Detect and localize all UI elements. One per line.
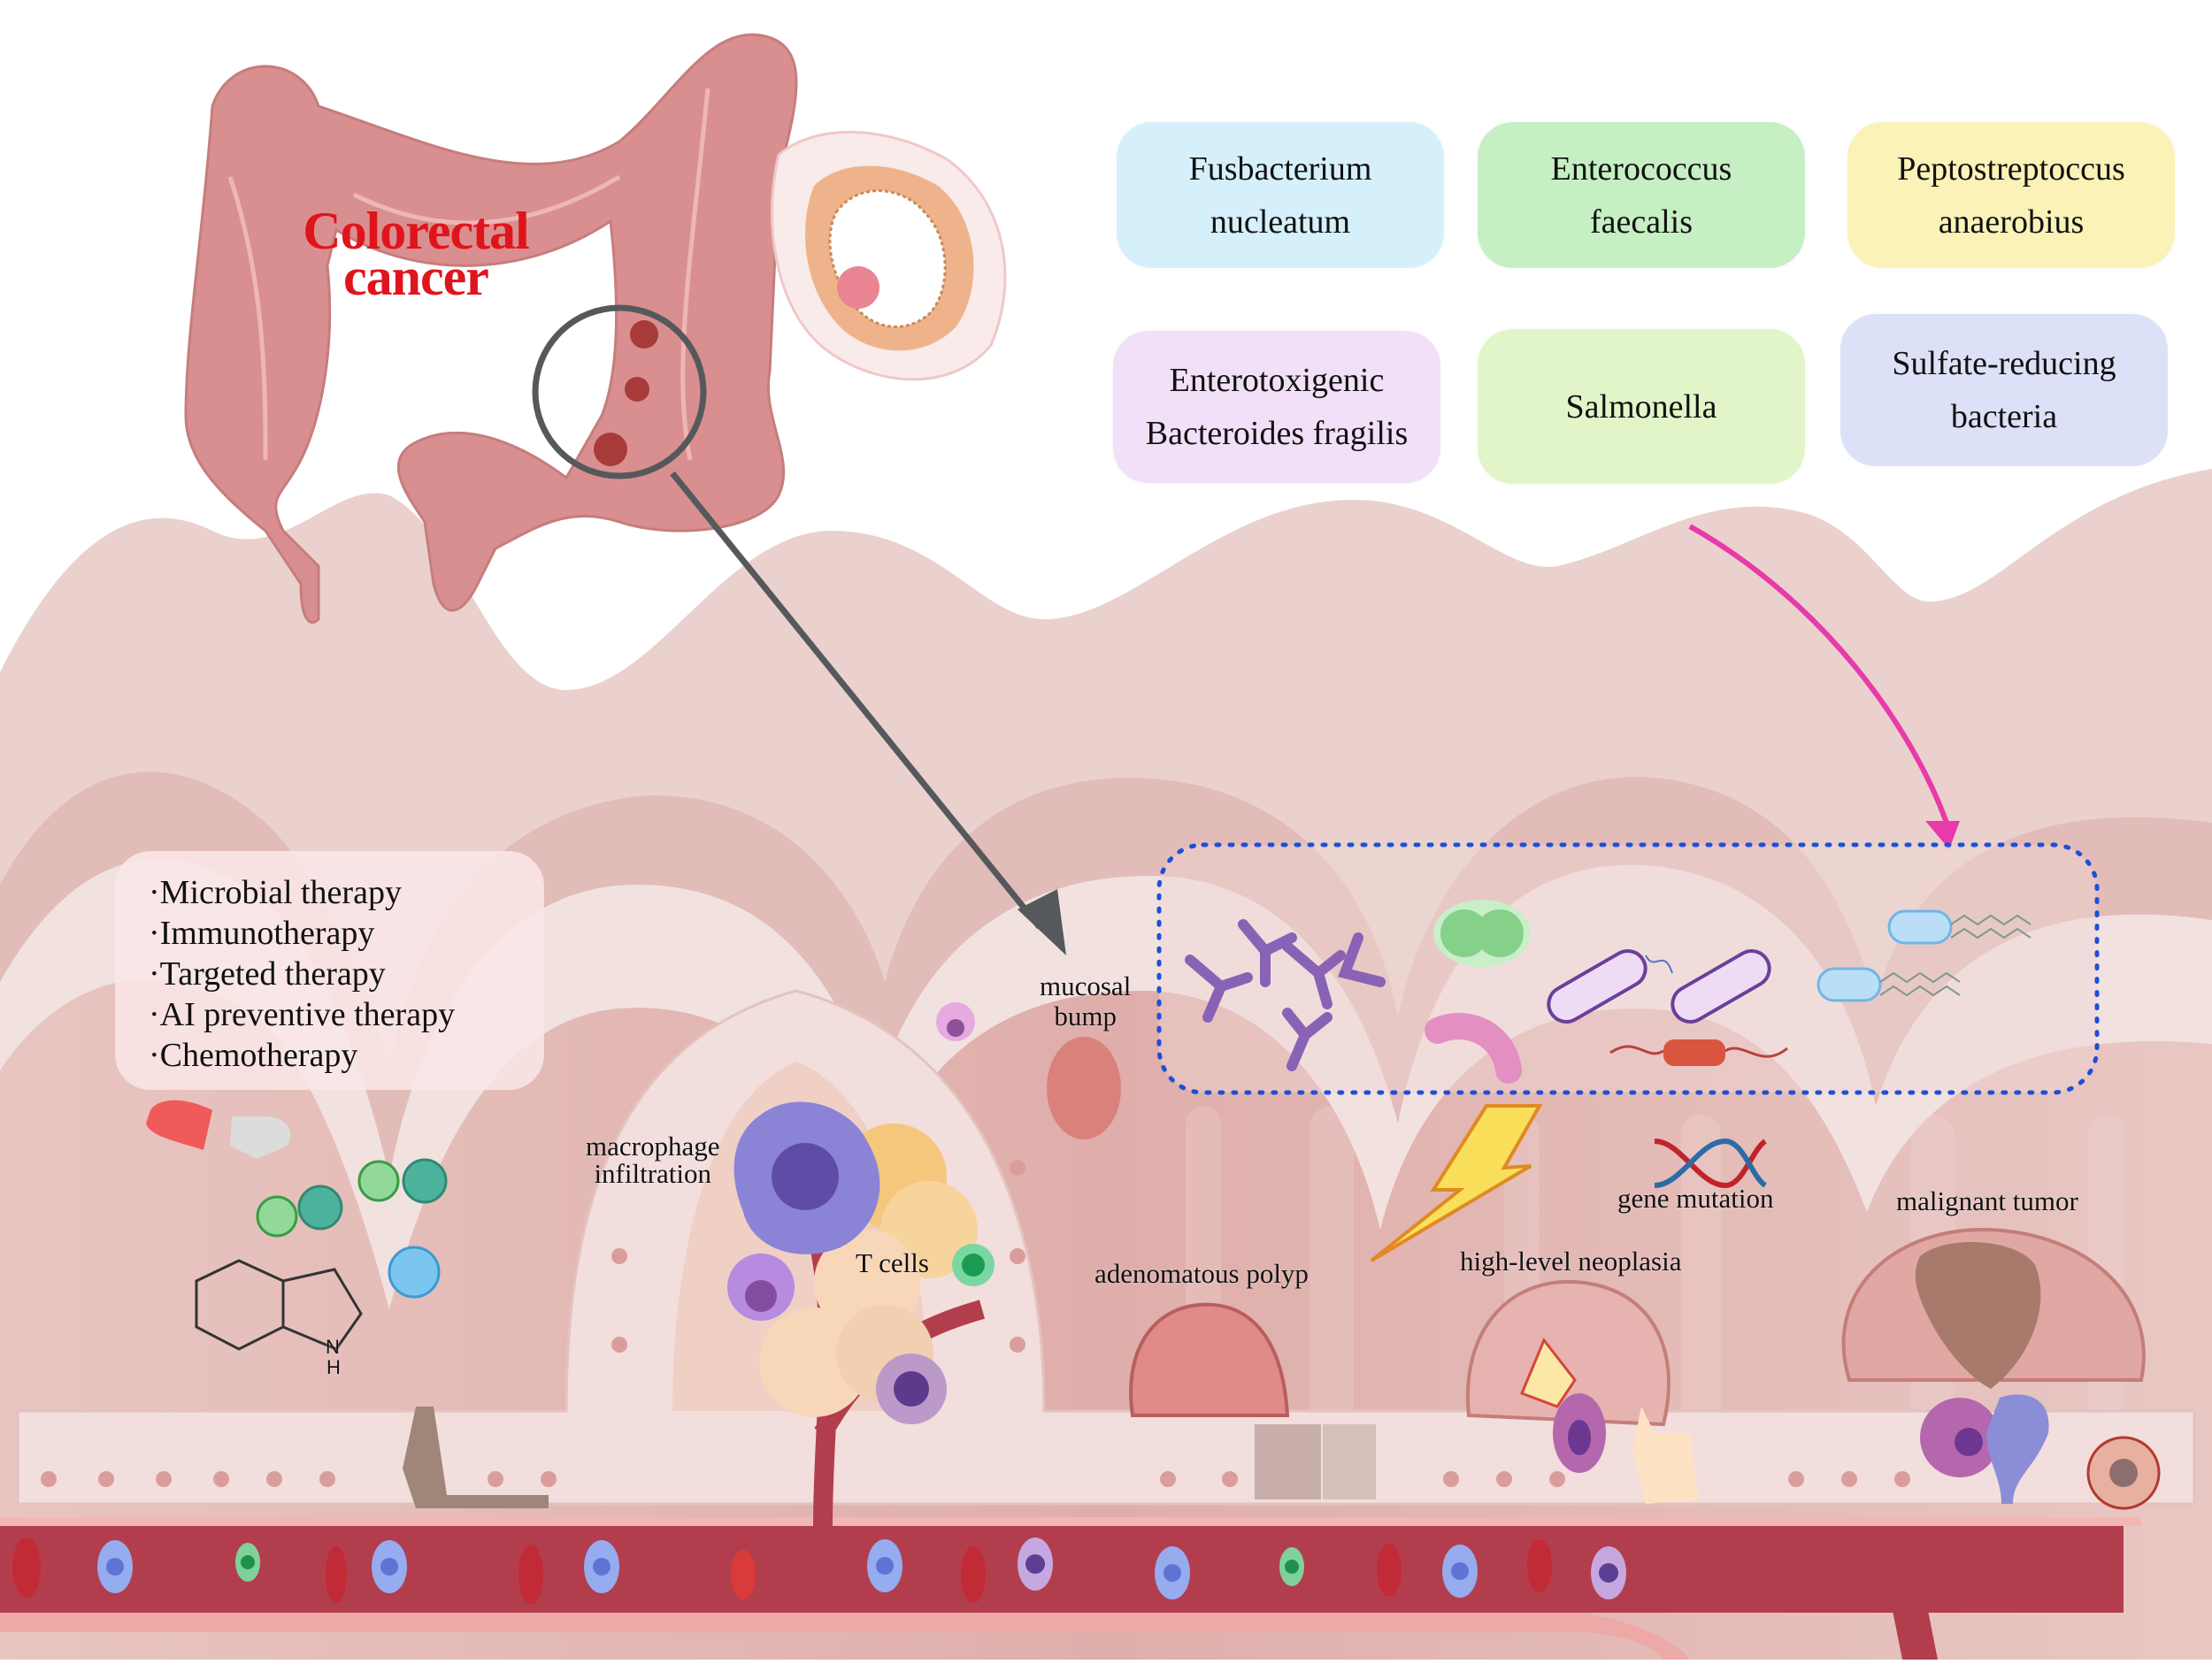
adenomatous-polyp-label: adenomatous polyp (1094, 1258, 1309, 1289)
bacteria-name-line2: bacteria (1950, 398, 2058, 435)
indole-molecule-icon (195, 1259, 363, 1351)
bifid-bacteria-icon (1185, 919, 1386, 1071)
diplococcus-icon (1433, 900, 1531, 967)
rod-bacteria-icon (1547, 949, 1771, 1024)
bacteria-name-line2: anaerobius (1938, 203, 2085, 241)
high-level-neoplasia-lesion (1465, 1279, 1699, 1504)
drug-icons (146, 1100, 448, 1351)
bacteria-arrow (1688, 524, 1960, 849)
bacillus-icon (1609, 1039, 1788, 1066)
therapy-list: ·Microbial therapy ·Immunotherapy ·Targe… (149, 872, 455, 1076)
lightning-icon (1370, 1104, 1543, 1262)
mucosal-bump-label: mucosal bump (1040, 971, 1131, 1031)
bacteria-box-peptostreptococcus: Peptostreptoccus anaerobius (1847, 122, 2175, 268)
magnifier-circle (532, 304, 707, 479)
colon-cross-section (771, 130, 1007, 381)
therapy-item: ·Immunotherapy (149, 915, 375, 952)
goblet-cell (1255, 1424, 1321, 1499)
blood-cells (12, 1537, 1626, 1605)
bacteria-box-enterococcus: Enterococcus faecalis (1478, 122, 1805, 268)
macrophage-line1: macrophage (586, 1131, 720, 1162)
macrophage-infiltration-label: macrophage infiltration (586, 1132, 719, 1187)
flagellated-bacteria-icon (1816, 909, 2032, 1002)
zoom-arrow (670, 471, 1066, 955)
malignant-tumor-label: malignant tumor (1896, 1185, 2078, 1216)
mucosal-bump-line2: bump (1054, 1001, 1117, 1031)
curved-rod-bacterium-icon (1425, 1013, 1522, 1084)
therapy-item: ·AI preventive therapy (149, 996, 456, 1033)
dna-icon (1654, 1138, 1767, 1189)
indole-h-label: H (326, 1356, 341, 1378)
bacteria-box-salmonella: Salmonella (1478, 329, 1805, 484)
capsule-red-icon (146, 1100, 212, 1150)
title-line-1: Colorectal (303, 202, 529, 260)
bacteria-name-line1: Peptostreptoccus (1897, 150, 2125, 188)
title-line-2: cancer (343, 248, 489, 306)
mucosal-bump-growth (1047, 1037, 1121, 1139)
figure-title: Colorectal cancer (270, 202, 562, 306)
bacteria-name-line2: nucleatum (1210, 203, 1351, 241)
adenomatous-polyp (1129, 1302, 1290, 1417)
immune-cell-cluster (727, 1002, 995, 1424)
blood-vessel (0, 1218, 2141, 1660)
therapy-item: ·Microbial therapy (149, 874, 402, 911)
high-level-neoplasia-label: high-level neoplasia (1460, 1246, 1682, 1277)
bacteria-name-line1: Sulfate-reducing (1892, 345, 2116, 382)
enteroendocrine-cell (403, 1407, 549, 1508)
bacteria-box-fusobacterium: Fusbacterium nucleatum (1117, 122, 1444, 268)
goblet-cell (1323, 1424, 1376, 1499)
bacteria-box-sulfate-reducing: Sulfate-reducing bacteria (1840, 314, 2168, 466)
bacteria-name-line1: Fusbacterium (1188, 150, 1372, 188)
bacteria-name-line2: Bacteroides fragilis (1145, 415, 1409, 452)
colon-illustration (184, 33, 798, 625)
indole-n-label: N (326, 1336, 340, 1358)
blue-sphere-icon (388, 1246, 441, 1299)
mucosal-bump-line1: mucosal (1040, 970, 1132, 1001)
bacteria-name-line1: Enterotoxigenic (1169, 362, 1385, 399)
bacteria-name-line1: Enterococcus (1550, 150, 1732, 188)
epithelial-nuclei (41, 1160, 1910, 1487)
t-cells-label: T cells (856, 1247, 929, 1278)
therapy-item: ·Targeted therapy (149, 955, 386, 993)
therapy-box (115, 851, 544, 1090)
bacteria-cluster-box (1156, 842, 2100, 1095)
gene-mutation-label: gene mutation (1617, 1183, 1774, 1214)
therapy-item: ·Chemotherapy (149, 1037, 358, 1074)
macrophage-line2: infiltration (594, 1158, 712, 1189)
capsule-white-icon (230, 1116, 291, 1159)
bacteria-name-line1: Salmonella (1565, 387, 1717, 426)
bacteria-name-line2: faecalis (1589, 203, 1694, 241)
malignant-tumor-lesion (1841, 1227, 2161, 1510)
